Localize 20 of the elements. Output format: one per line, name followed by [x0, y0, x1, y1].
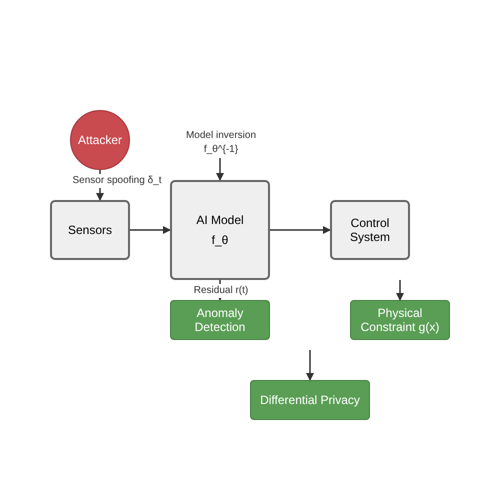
node-title: Control System	[348, 216, 391, 244]
node-title: Physical Constraint g(x)	[360, 306, 440, 334]
arrow	[130, 226, 171, 234]
component-box	[50, 200, 130, 260]
defense-box	[350, 300, 450, 340]
defense-box	[250, 380, 370, 420]
component-box	[330, 200, 410, 260]
arrow	[396, 280, 404, 301]
arrow	[270, 226, 331, 234]
arrow	[306, 350, 314, 381]
node-formula: f_θ	[210, 233, 230, 247]
node-title: Attacker	[76, 133, 123, 147]
edge-label: Sensor spoofing δ_t	[72, 174, 162, 188]
node-title: Anomaly Detection	[194, 306, 246, 334]
defense-box	[170, 300, 270, 340]
node-title: Sensors	[66, 223, 114, 237]
node-title: AI Model	[195, 213, 245, 227]
arrow	[216, 158, 224, 181]
node-title: Differential Privacy	[259, 393, 361, 407]
component-box	[170, 180, 270, 280]
